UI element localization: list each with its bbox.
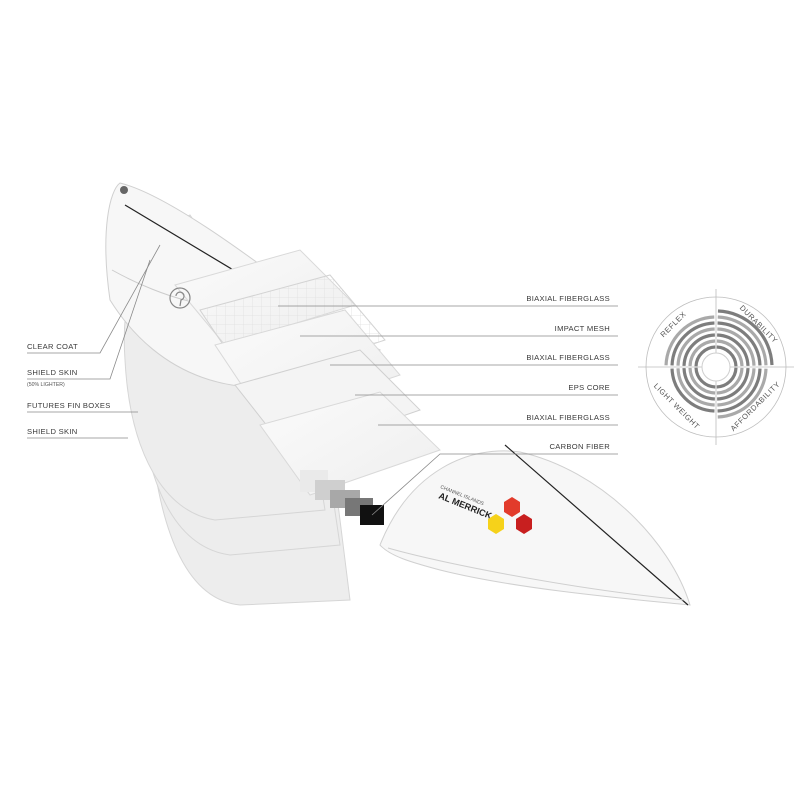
rating-ring-arc — [676, 327, 715, 366]
rating-ring-arc — [676, 368, 715, 407]
labels-left: CLEAR COAT SHIELD SKIN (50% LIGHTER) FUT… — [27, 244, 161, 439]
axis-reflex-label: REFLEX — [658, 309, 688, 339]
rating-ring-arc — [717, 368, 762, 413]
rating-ring-arc — [717, 321, 762, 366]
rating-ring-arc — [670, 321, 715, 366]
hex-darkred-icon — [516, 514, 532, 534]
leash-plug-icon — [120, 186, 128, 194]
rating-ring-arc — [694, 345, 716, 367]
rating-ring-arc — [694, 367, 716, 389]
rating-wheel-center — [702, 353, 730, 381]
labels-right: BIAXIAL FIBERGLASS IMPACT MESH BIAXIAL F… — [278, 294, 618, 516]
rating-ring-arc — [716, 339, 744, 367]
rating-ring-arc — [717, 327, 756, 366]
rating-ring-arc — [664, 315, 715, 366]
rating-ring-arc — [717, 368, 768, 419]
label-biaxial-fiberglass-1: BIAXIAL FIBERGLASS — [526, 294, 610, 303]
label-shield-skin-top: SHIELD SKIN — [27, 368, 78, 377]
rating-ring-arc — [716, 367, 744, 395]
rating-ring-arc — [717, 368, 756, 407]
label-clear-coat: CLEAR COAT — [27, 342, 78, 351]
rating-ring-arc — [717, 368, 750, 401]
label-eps-core: EPS CORE — [568, 383, 610, 392]
hex-red-icon — [504, 497, 520, 517]
finished-board-bottom — [379, 450, 691, 606]
rating-rings — [664, 309, 774, 419]
futures-logo-icon — [169, 287, 191, 309]
exploded-board: CHANNEL ISLANDS AL MERRICK — [105, 182, 691, 606]
label-biaxial-fiberglass-2: BIAXIAL FIBERGLASS — [526, 353, 610, 362]
hex-yellow-icon — [488, 514, 504, 534]
label-shield-skin-note: (50% LIGHTER) — [27, 382, 65, 388]
rating-ring-arc — [717, 309, 774, 366]
rating-ring-arc — [716, 345, 738, 367]
rating-wheel: REFLEX DURABILITY AFFORDABILITY LIGHT WE… — [638, 289, 794, 445]
label-shield-skin-bottom: SHIELD SKIN — [27, 427, 78, 436]
channel-islands-hex-logo — [488, 497, 532, 534]
rating-ring-arc — [682, 333, 715, 366]
rating-ring-arc — [688, 367, 716, 395]
rating-ring-arc — [716, 367, 738, 389]
layer-biaxial-fiberglass-3 — [259, 391, 441, 496]
rating-ring-arc — [670, 368, 715, 413]
bottom-stringer — [504, 444, 689, 606]
rating-ring-arc — [717, 315, 768, 366]
label-biaxial-fiberglass-3: BIAXIAL FIBERGLASS — [526, 413, 610, 422]
rating-ring-arc — [688, 339, 716, 367]
label-carbon-fiber: CARBON FIBER — [549, 442, 610, 451]
rating-ring-arc — [717, 333, 750, 366]
label-futures-fin-boxes: FUTURES FIN BOXES — [27, 401, 111, 410]
label-impact-mesh: IMPACT MESH — [555, 324, 610, 333]
rating-ring-arc — [682, 368, 715, 401]
